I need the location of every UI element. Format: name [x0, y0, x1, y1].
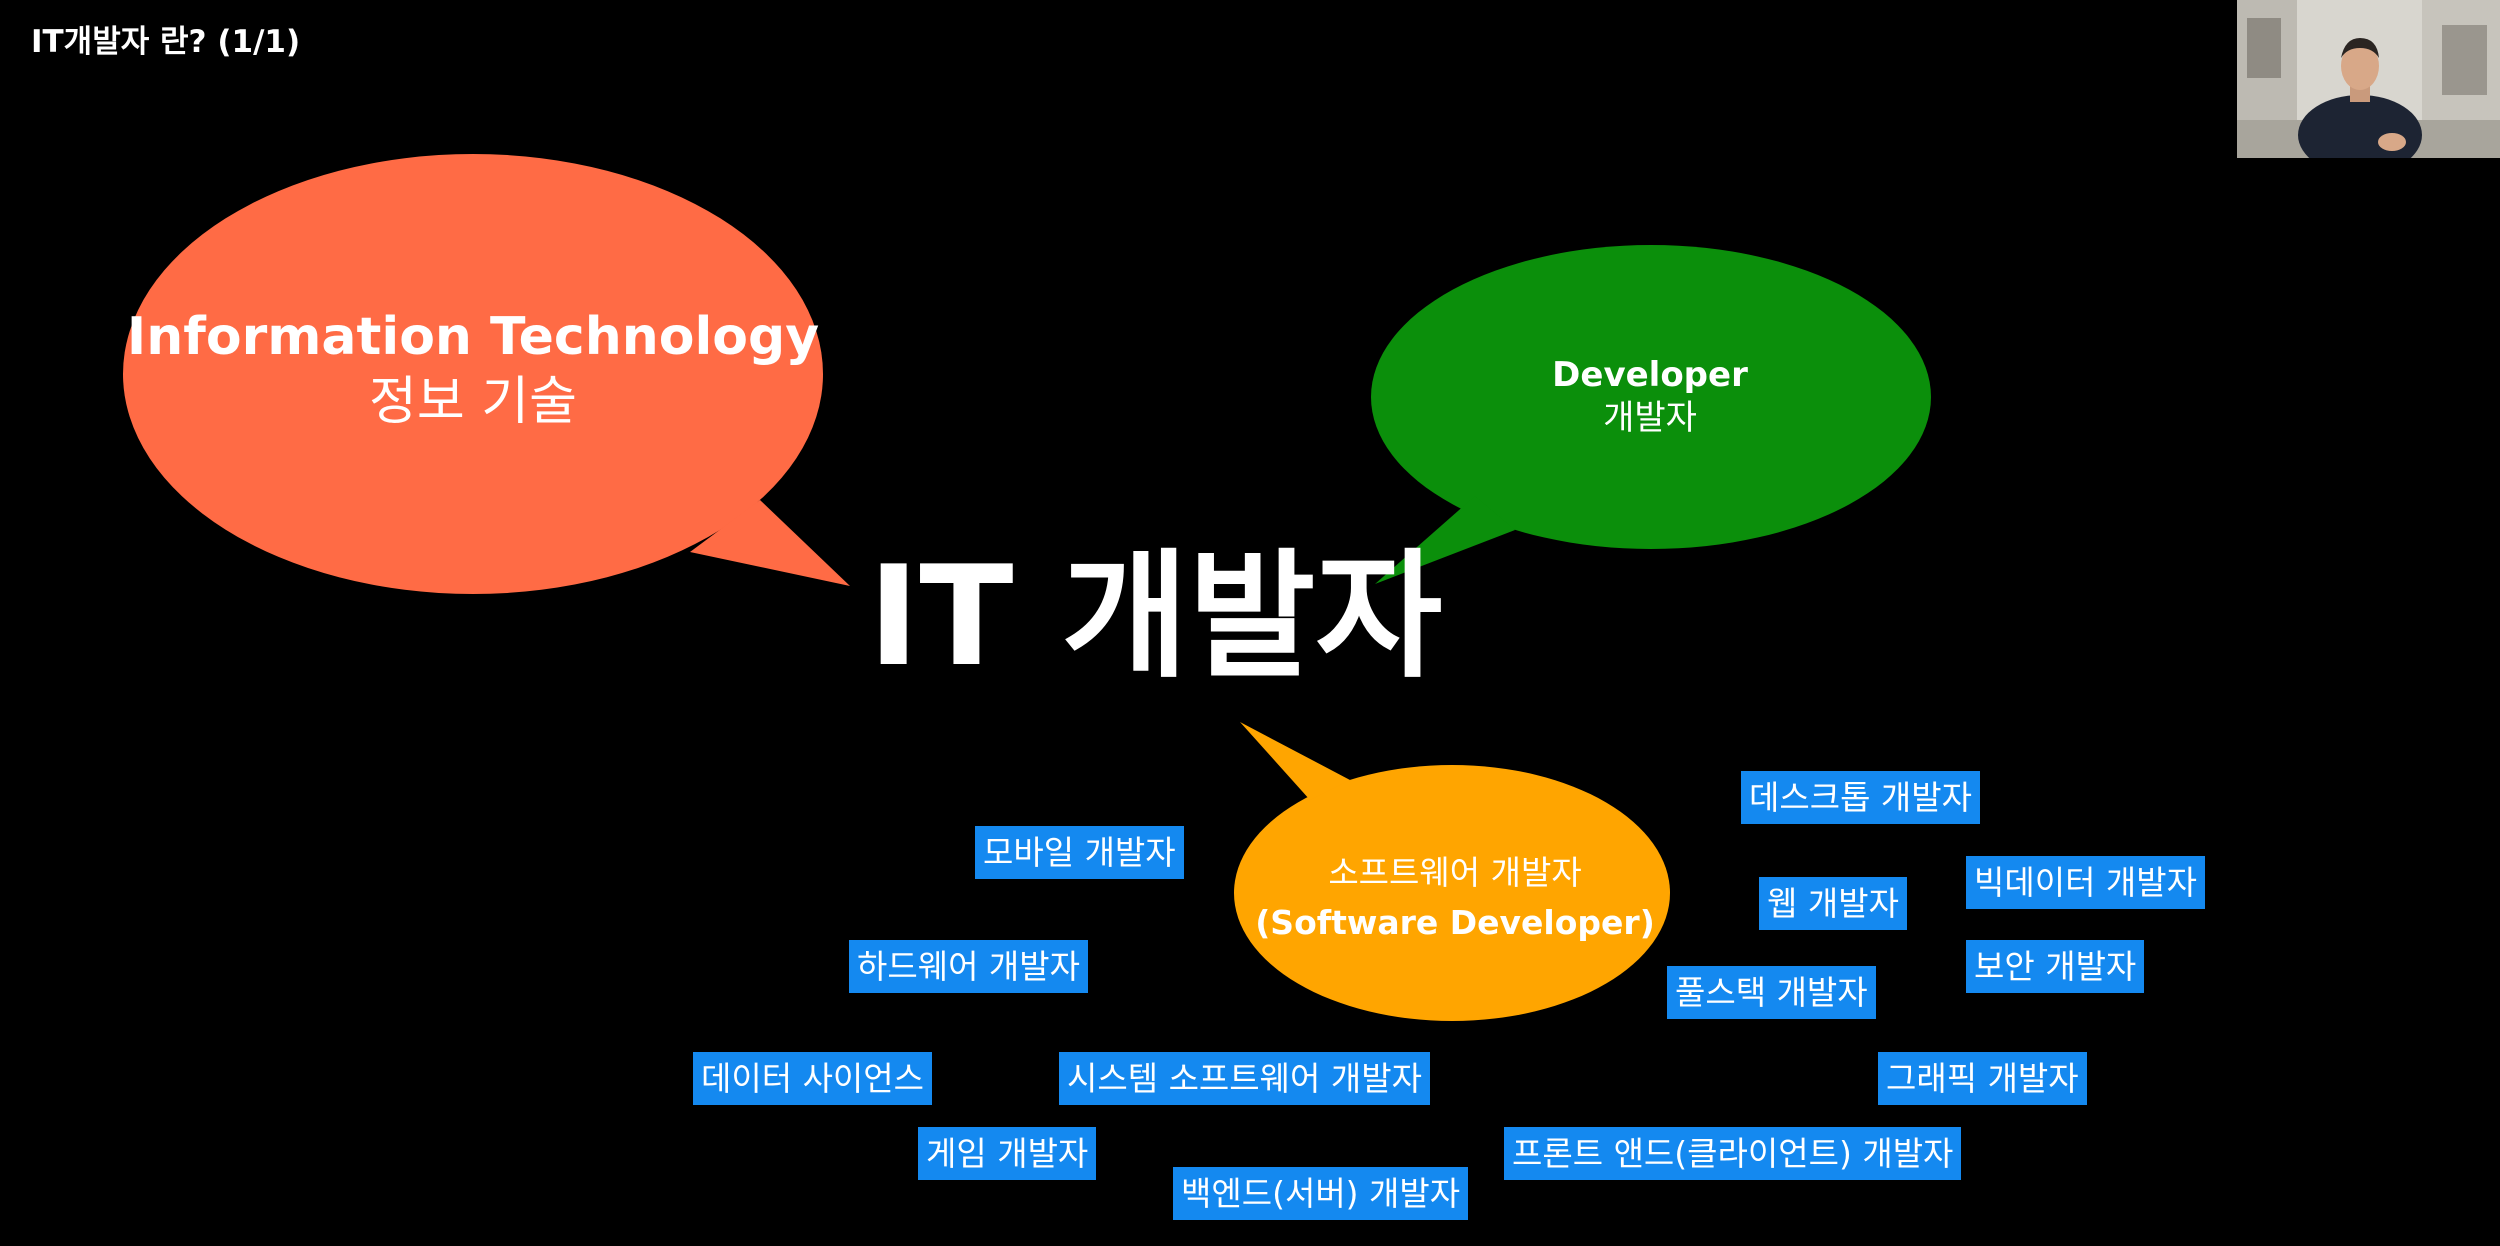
tag-security-developer: 보안 개발자: [1966, 940, 2145, 993]
software-developer-text: 소프트웨어 개발자 (Software Developer): [1235, 848, 1675, 947]
presenter-webcam: [2237, 0, 2500, 158]
tag-game-developer: 게임 개발자: [918, 1127, 1097, 1180]
tag-bigdata-developer: 빅데이터 개발자: [1966, 856, 2206, 909]
tag-hardware-developer: 하드웨어 개발자: [849, 940, 1089, 993]
tag-frontend-developer: 프론트 앤드(클라이언트) 개발자: [1504, 1127, 1962, 1180]
bubble-software-developer: [1234, 722, 1670, 1021]
developer-label: Developer: [1552, 355, 1748, 395]
developer-text: Developer 개발자: [1450, 354, 1850, 439]
tag-backend-developer: 백엔드(서버) 개발자: [1173, 1167, 1469, 1220]
presenter-video-icon: [2237, 0, 2500, 158]
information-technology-label: Information Technology: [126, 307, 820, 367]
software-developer-label: (Software Developer): [1255, 902, 1655, 942]
developer-korean-label: 개발자: [1603, 397, 1697, 438]
tag-desktop-developer: 데스크톱 개발자: [1741, 771, 1981, 824]
tag-graphics-developer: 그래픽 개발자: [1878, 1052, 2087, 1105]
bubble-developer: [1371, 245, 1931, 584]
center-title: IT 개발자: [868, 536, 1443, 697]
tag-system-software-developer: 시스템 소프트웨어 개발자: [1059, 1052, 1430, 1105]
software-developer-korean-label: 소프트웨어 개발자: [1328, 853, 1582, 892]
tag-data-science: 데이터 사이언스: [693, 1052, 933, 1105]
information-technology-korean-label: 정보 기술: [369, 372, 577, 432]
bubble-information-technology: [123, 154, 850, 594]
information-technology-text: Information Technology 정보 기술: [123, 305, 823, 435]
slide-title: IT개발자 란? (1/1): [31, 24, 301, 60]
tag-web-developer: 웹 개발자: [1759, 877, 1907, 930]
tag-mobile-developer: 모바일 개발자: [975, 826, 1184, 879]
tag-fullstack-developer: 풀스택 개발자: [1667, 966, 1876, 1019]
